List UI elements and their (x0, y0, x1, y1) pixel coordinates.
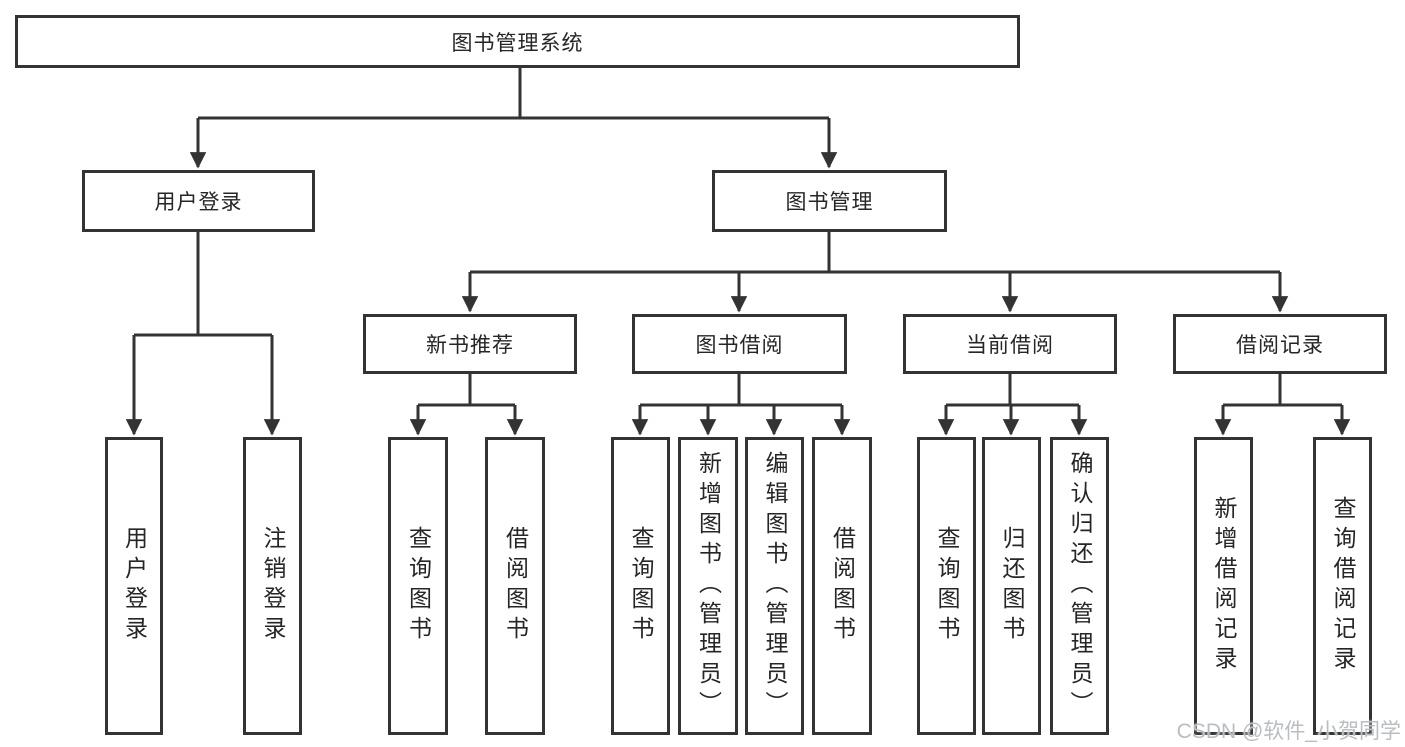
node-leaf-logout: 注销登录 (243, 437, 302, 735)
node-leaf-add-borrow-record: 新增借阅记录 (1194, 437, 1253, 735)
node-leaf-borrow-books-borrowing: 借阅图书 (812, 437, 872, 735)
node-library-management-system: 图书管理系统 (15, 15, 1020, 68)
node-book-management: 图书管理 (712, 170, 947, 232)
node-book-borrowing: 图书借阅 (632, 314, 847, 374)
node-leaf-return-books: 归还图书 (982, 437, 1041, 735)
node-leaf-confirm-return-admin: 确认归还（管理员） (1050, 437, 1109, 735)
node-leaf-query-books-borrowing: 查询图书 (611, 437, 670, 735)
node-leaf-query-borrow-record: 查询借阅记录 (1313, 437, 1372, 735)
node-leaf-query-books-recommend: 查询图书 (388, 437, 448, 735)
node-leaf-user-login: 用户登录 (105, 437, 163, 735)
node-leaf-edit-book-admin: 编辑图书（管理员） (745, 437, 804, 735)
node-user-login: 用户登录 (82, 170, 315, 232)
node-new-book-recommendation: 新书推荐 (363, 314, 577, 374)
node-leaf-add-book-admin: 新增图书（管理员） (678, 437, 738, 735)
node-borrowing-records: 借阅记录 (1173, 314, 1387, 374)
node-leaf-query-books-current: 查询图书 (917, 437, 976, 735)
node-leaf-borrow-books-recommend: 借阅图书 (485, 437, 545, 735)
node-current-borrowing: 当前借阅 (903, 314, 1117, 374)
csdn-watermark: CSDN @软件_小贺同学 (1176, 720, 1401, 743)
